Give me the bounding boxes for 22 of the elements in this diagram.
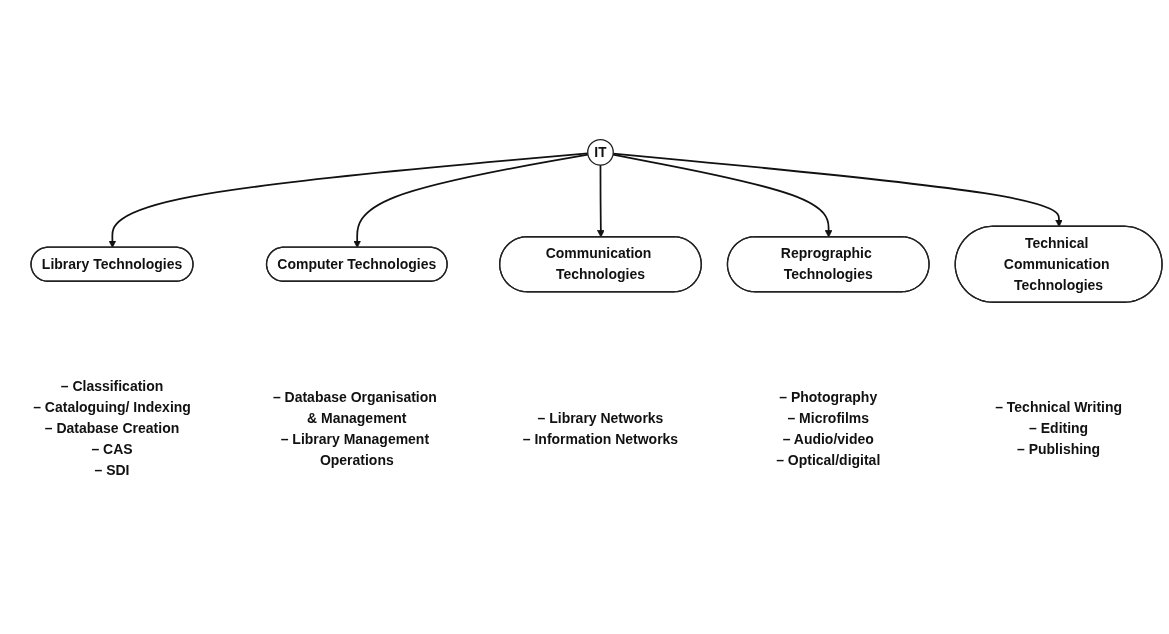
node-label: – Audio/video	[782, 431, 874, 447]
arrow	[353, 153, 589, 248]
node-label: – Microfilms	[787, 410, 870, 426]
node-label: – Database Creation	[44, 421, 180, 436]
node-label: – Database Organisation & Management	[272, 389, 437, 426]
node-label: – Library Networks	[537, 410, 664, 426]
arrow	[108, 152, 589, 248]
node-label: – Publishing	[1017, 442, 1101, 457]
node-label: – Technical Writing	[995, 400, 1123, 415]
arrow	[597, 164, 605, 238]
node-label: – Library Management Operations	[280, 431, 430, 468]
node-label: – Information Networks	[522, 431, 679, 447]
node-label: – Classification	[60, 379, 164, 394]
arrow	[612, 153, 833, 238]
node-label: – CAS	[91, 442, 133, 457]
arrow	[612, 152, 1063, 228]
node-label: – Optical/digital	[776, 452, 881, 468]
node-label: – Cataloguing/ Indexing	[33, 400, 191, 415]
node-label: – SDI	[94, 462, 130, 478]
node-label: – Editing	[1029, 421, 1089, 436]
node-label: – Photography	[779, 389, 878, 405]
node-circle: IT	[587, 138, 614, 166]
